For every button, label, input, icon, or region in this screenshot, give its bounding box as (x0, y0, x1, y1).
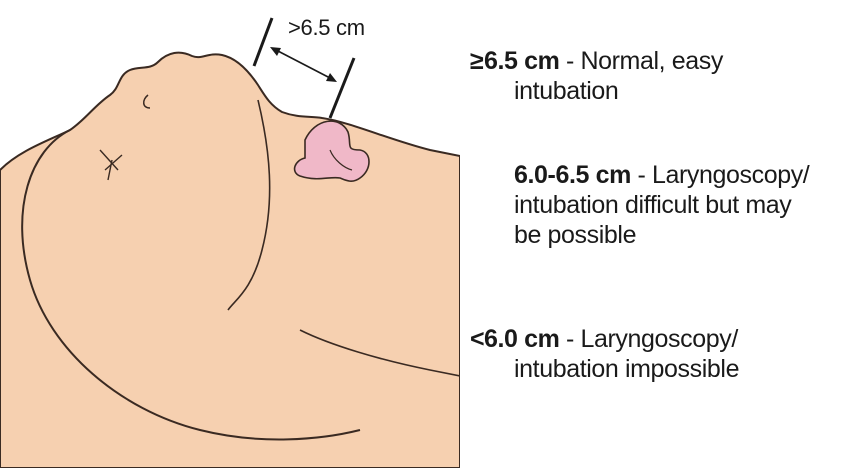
legend-text-line: intubation (470, 76, 723, 106)
legend-text-line: intubation difficult but may (470, 190, 809, 220)
legend-separator: - (559, 47, 580, 75)
legend-item-difficult: 6.0-6.5 cm - Laryngoscopy/ intubation di… (470, 160, 809, 250)
legend-symbol: < (470, 324, 484, 354)
legend-text-line1: Laryngoscopy/ (580, 325, 737, 353)
legend-symbol: ≥ (470, 46, 484, 76)
legend-item-normal: ≥6.5 cm - Normal, easy intubation (470, 46, 723, 106)
measurement-label: >6.5 cm (288, 15, 365, 41)
head-silhouette (0, 53, 460, 468)
legend-text-line1: Laryngoscopy/ (652, 161, 809, 189)
legend-item-impossible: <6.0 cm - Laryngoscopy/ intubation impos… (470, 324, 739, 384)
marker-line-left (254, 18, 272, 66)
legend-separator: - (631, 161, 652, 189)
legend-text-line: intubation impossible (470, 354, 739, 384)
legend-range: 6.5 cm (484, 47, 559, 75)
legend-separator: - (559, 325, 580, 353)
legend-range: 6.0 cm (484, 325, 559, 353)
legend-first-line: 6.0-6.5 cm - Laryngoscopy/ (470, 160, 809, 190)
legend-range: 6.0-6.5 cm (514, 161, 631, 189)
marker-line-right (330, 58, 354, 118)
legend-text-line: be possible (470, 220, 809, 250)
head-neck-illustration (0, 0, 460, 468)
legend-text-line1: Normal, easy (580, 47, 722, 75)
measure-arrow-shaft (276, 50, 330, 78)
